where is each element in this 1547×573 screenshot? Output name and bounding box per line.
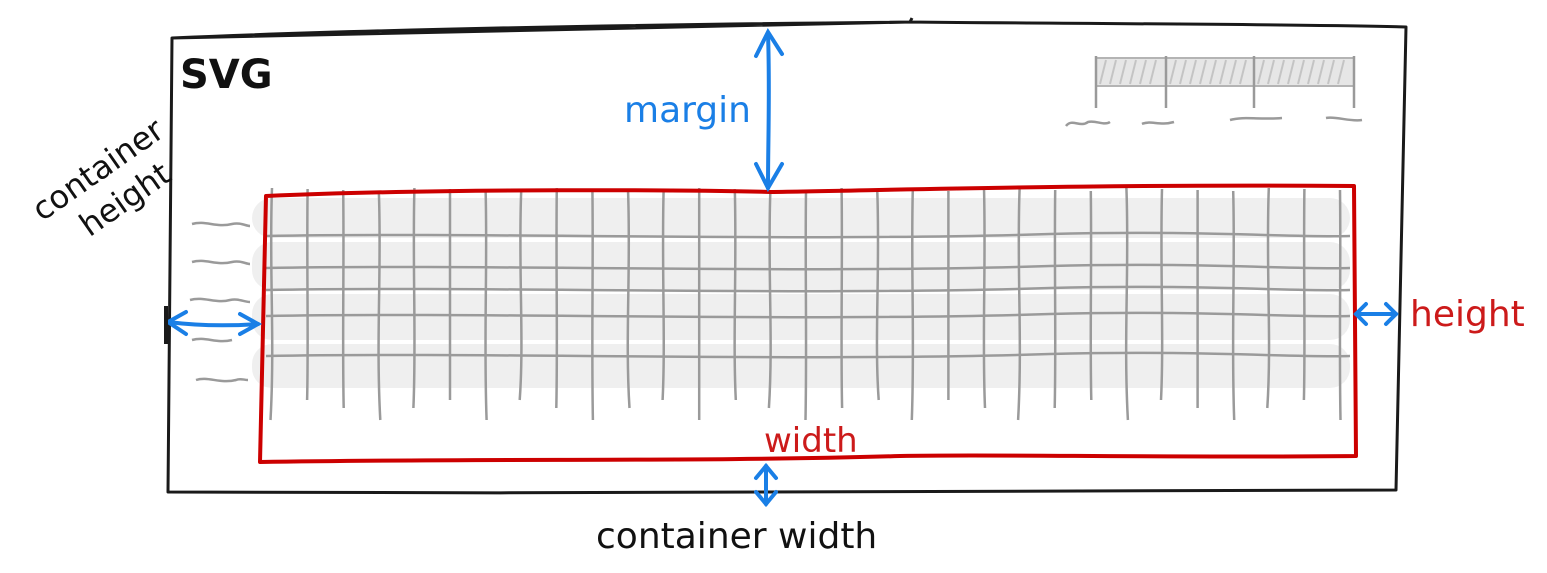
grid-band <box>252 242 1350 290</box>
grid-vertical-line <box>840 187 844 409</box>
width-label: width <box>764 421 858 461</box>
grid-vertical-line <box>305 188 309 401</box>
grid-horizontal-line <box>265 263 1351 271</box>
grid-horizontal-line <box>265 351 1351 359</box>
bottom-margin-arrow-icon <box>754 462 778 508</box>
grid-vertical-line <box>1124 187 1130 421</box>
grid-vertical-line <box>1302 188 1306 401</box>
margin-arrow-icon <box>754 27 784 193</box>
container-width-label: container width <box>596 516 877 557</box>
grid-vertical-line <box>518 190 523 401</box>
grid-lines <box>265 187 1351 421</box>
grid-horizontal-line <box>265 311 1351 319</box>
plot-area-outline <box>258 183 1358 464</box>
grid-vertical-line <box>1338 189 1342 421</box>
grid-vertical-line <box>767 189 772 409</box>
right-margin-arrow-icon <box>1353 302 1399 326</box>
grid-vertical-line <box>1089 190 1093 401</box>
grid-vertical-line <box>412 187 416 409</box>
y-axis-tick-marks <box>189 221 251 383</box>
grid-vertical-line <box>484 189 488 421</box>
height-label: height <box>1410 294 1525 335</box>
grid-vertical-line <box>1159 188 1164 401</box>
mini-axis-sketch <box>1065 56 1363 127</box>
grid-vertical-line <box>269 187 274 421</box>
grid-vertical-line <box>875 188 880 401</box>
grid-band <box>252 198 1350 238</box>
svg-container-outline <box>166 17 1408 495</box>
grid-vertical-line <box>661 190 666 401</box>
grid-vertical-line <box>1016 188 1022 421</box>
left-margin-arrow-icon <box>164 310 263 336</box>
grid-vertical-line <box>733 188 738 401</box>
grid-vertical-line <box>910 189 915 421</box>
grid-band <box>252 344 1350 388</box>
margin-label: margin <box>624 90 751 131</box>
grid-vertical-line <box>341 189 345 409</box>
grid-vertical-line <box>626 189 631 409</box>
grid-vertical-line <box>1053 189 1057 409</box>
grid-horizontal-line <box>265 285 1351 293</box>
grid-vertical-line <box>1266 187 1271 409</box>
grid-vertical-line <box>591 188 595 421</box>
grid-vertical-line <box>555 187 559 409</box>
grid-vertical-line <box>982 187 987 409</box>
grid-vertical-line <box>804 190 808 421</box>
grid-background <box>252 198 1350 388</box>
grid-vertical-line <box>377 190 382 421</box>
grid-vertical-line <box>1231 190 1236 421</box>
svg-title-label: SVG <box>180 52 273 98</box>
grid-horizontal-line <box>265 231 1351 239</box>
